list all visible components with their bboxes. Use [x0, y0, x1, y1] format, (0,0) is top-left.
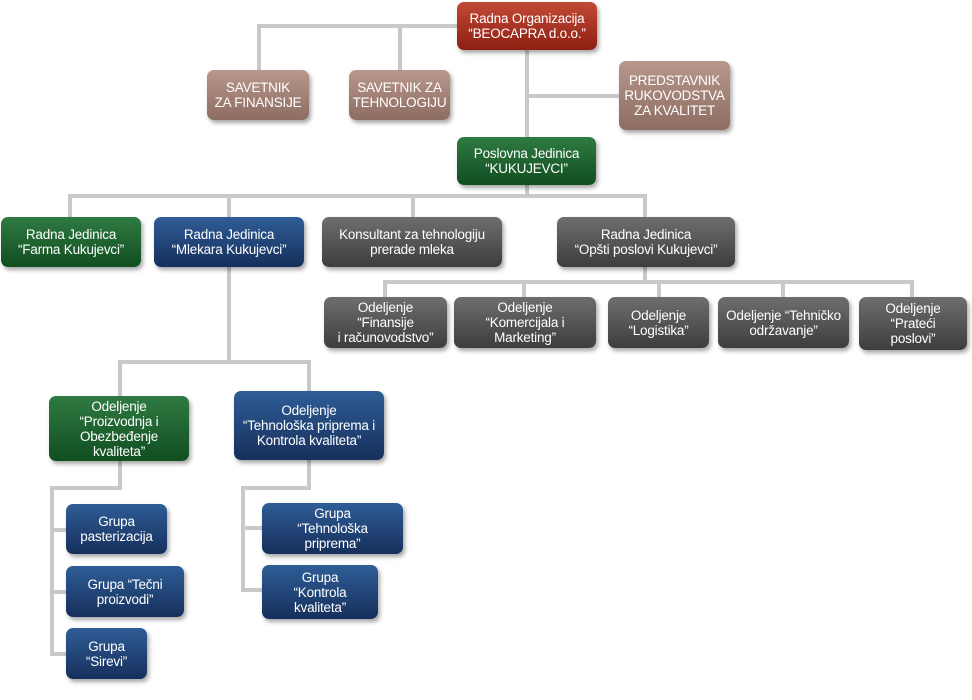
node-odeljenje-tehnicko: Odeljenje “Tehničko održavanje” — [718, 297, 849, 348]
node-odeljenje-proizvodnja: Odeljenje “Proizvodnja i Obezbeđenje kva… — [49, 396, 189, 461]
node-savetnik-tehnologija: SAVETNIK ZA TEHNOLOGIJU — [349, 70, 450, 120]
node-grupa-sirevi: Grupa “Sirevi” — [66, 628, 147, 679]
node-odeljenje-komercijala: Odeljenje “Komercijala i Marketing” — [454, 297, 596, 348]
node-opsti-poslovi: Radna Jedinica “Opšti poslovi Kukujevci” — [557, 217, 735, 267]
node-poslovna-jedinica: Poslovna Jedinica “KUKUJEVCI” — [457, 137, 596, 185]
node-odeljenje-finansije: Odeljenje “Finansije i računovodstvo” — [324, 297, 447, 348]
node-mlekara: Radna Jedinica “Mlekara Kukujevci” — [154, 217, 304, 267]
node-konsultant: Konsultant za tehnologiju prerade mleka — [322, 217, 502, 267]
node-odeljenje-tehnoloska: Odeljenje “Tehnološka priprema i Kontrol… — [234, 391, 384, 460]
node-farma: Radna Jedinica “Farma Kukujevci” — [1, 217, 141, 267]
node-root: Radna Organizacija “BEOCAPRA d.o.o.” — [457, 2, 597, 50]
node-odeljenje-prateci: Odeljenje “Prateći poslovi” — [859, 297, 967, 350]
node-predstavnik-kvalitet: PREDSTAVNIK RUKOVODSTVA ZA KVALITET — [619, 61, 730, 130]
node-grupa-tehnoloska-priprema: Grupa “Tehnološka priprema” — [262, 503, 403, 554]
node-grupa-pasterizacija: Grupa pasterizacija — [66, 504, 167, 554]
node-odeljenje-logistika: Odeljenje “Logistika” — [608, 297, 709, 348]
node-savetnik-finansije: SAVETNIK ZA FINANSIJE — [207, 70, 309, 120]
node-grupa-tecni: Grupa “Tečni proizvodi” — [66, 566, 184, 617]
node-grupa-kontrola-kvaliteta: Grupa “Kontrola kvaliteta” — [262, 565, 378, 619]
